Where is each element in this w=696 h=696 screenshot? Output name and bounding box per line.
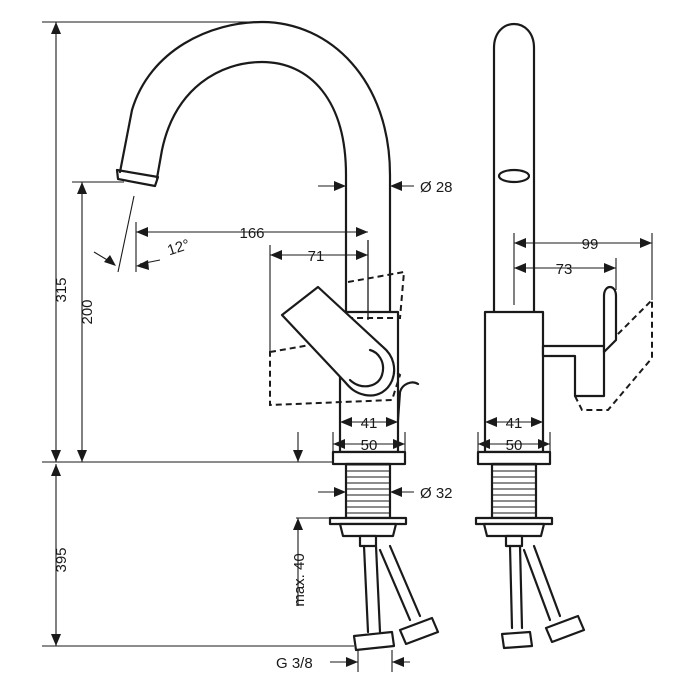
front-valve-right bbox=[398, 616, 440, 646]
label-395: 395 bbox=[53, 547, 70, 572]
front-handle-lever bbox=[280, 285, 396, 397]
label-max40: max. 40 bbox=[291, 553, 308, 606]
front-hose-left bbox=[362, 544, 382, 634]
label-41-front: 41 bbox=[361, 415, 378, 432]
side-valve-left bbox=[500, 630, 534, 650]
side-nut bbox=[482, 522, 546, 538]
dimension-labels: 315 200 395 166 71 Ø 28 12° 99 73 41 50 … bbox=[53, 179, 598, 672]
side-hose-right bbox=[522, 544, 562, 622]
side-spout bbox=[492, 23, 536, 314]
side-aerator bbox=[497, 168, 531, 184]
label-99: 99 bbox=[582, 236, 599, 253]
side-handle-dashed bbox=[574, 297, 653, 411]
label-dia32: Ø 32 bbox=[420, 485, 453, 502]
side-handle-base bbox=[541, 344, 606, 398]
label-50-front: 50 bbox=[361, 437, 378, 454]
front-hose-right bbox=[378, 544, 422, 622]
side-shank bbox=[490, 462, 538, 520]
side-nut-lower bbox=[504, 534, 524, 548]
front-spout bbox=[118, 20, 392, 314]
front-valve-left bbox=[352, 630, 396, 652]
front-nut-lower bbox=[358, 534, 378, 548]
front-popup-rod bbox=[396, 381, 420, 422]
side-valve-right bbox=[544, 614, 586, 644]
front-view bbox=[115, 20, 440, 652]
label-315: 315 bbox=[53, 277, 70, 302]
side-handle-lever bbox=[602, 285, 618, 354]
label-angle: 12° bbox=[165, 236, 192, 259]
side-hose-left bbox=[508, 544, 524, 630]
front-handle-inner bbox=[348, 348, 385, 388]
front-aerator bbox=[115, 168, 160, 188]
label-166: 166 bbox=[239, 225, 264, 242]
label-200: 200 bbox=[79, 299, 96, 324]
label-dia28: Ø 28 bbox=[420, 179, 453, 196]
front-nut bbox=[338, 522, 398, 538]
front-handle-dashed bbox=[269, 336, 402, 407]
label-71: 71 bbox=[308, 248, 325, 265]
front-shank bbox=[344, 462, 392, 520]
label-41-side: 41 bbox=[506, 415, 523, 432]
side-view bbox=[474, 23, 653, 650]
label-73: 73 bbox=[556, 261, 573, 278]
label-50-side: 50 bbox=[506, 437, 523, 454]
dimension-lines bbox=[42, 21, 653, 672]
label-g38: G 3/8 bbox=[276, 655, 313, 672]
